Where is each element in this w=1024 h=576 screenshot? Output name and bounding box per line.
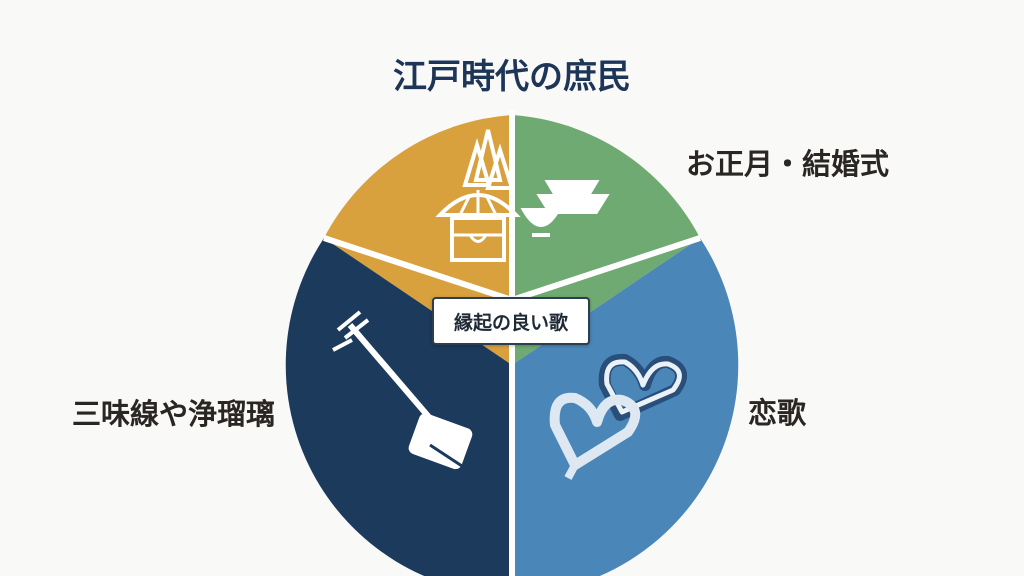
diagram-title: 江戸時代の庶民 <box>393 57 631 97</box>
kadomatsu-icon <box>435 129 521 262</box>
sake-cups-icon <box>520 180 610 237</box>
shamisen-icon <box>332 310 473 472</box>
segment-shamisen <box>285 238 512 576</box>
center-label: 縁起の良い歌 <box>432 297 590 345</box>
label-shamisen: 三味線や浄瑠璃 <box>72 397 276 431</box>
label-love-songs: 恋歌 <box>748 396 807 430</box>
label-wedding: お正月・結婚式 <box>686 147 890 181</box>
ribbon-hearts-icon <box>549 353 688 480</box>
